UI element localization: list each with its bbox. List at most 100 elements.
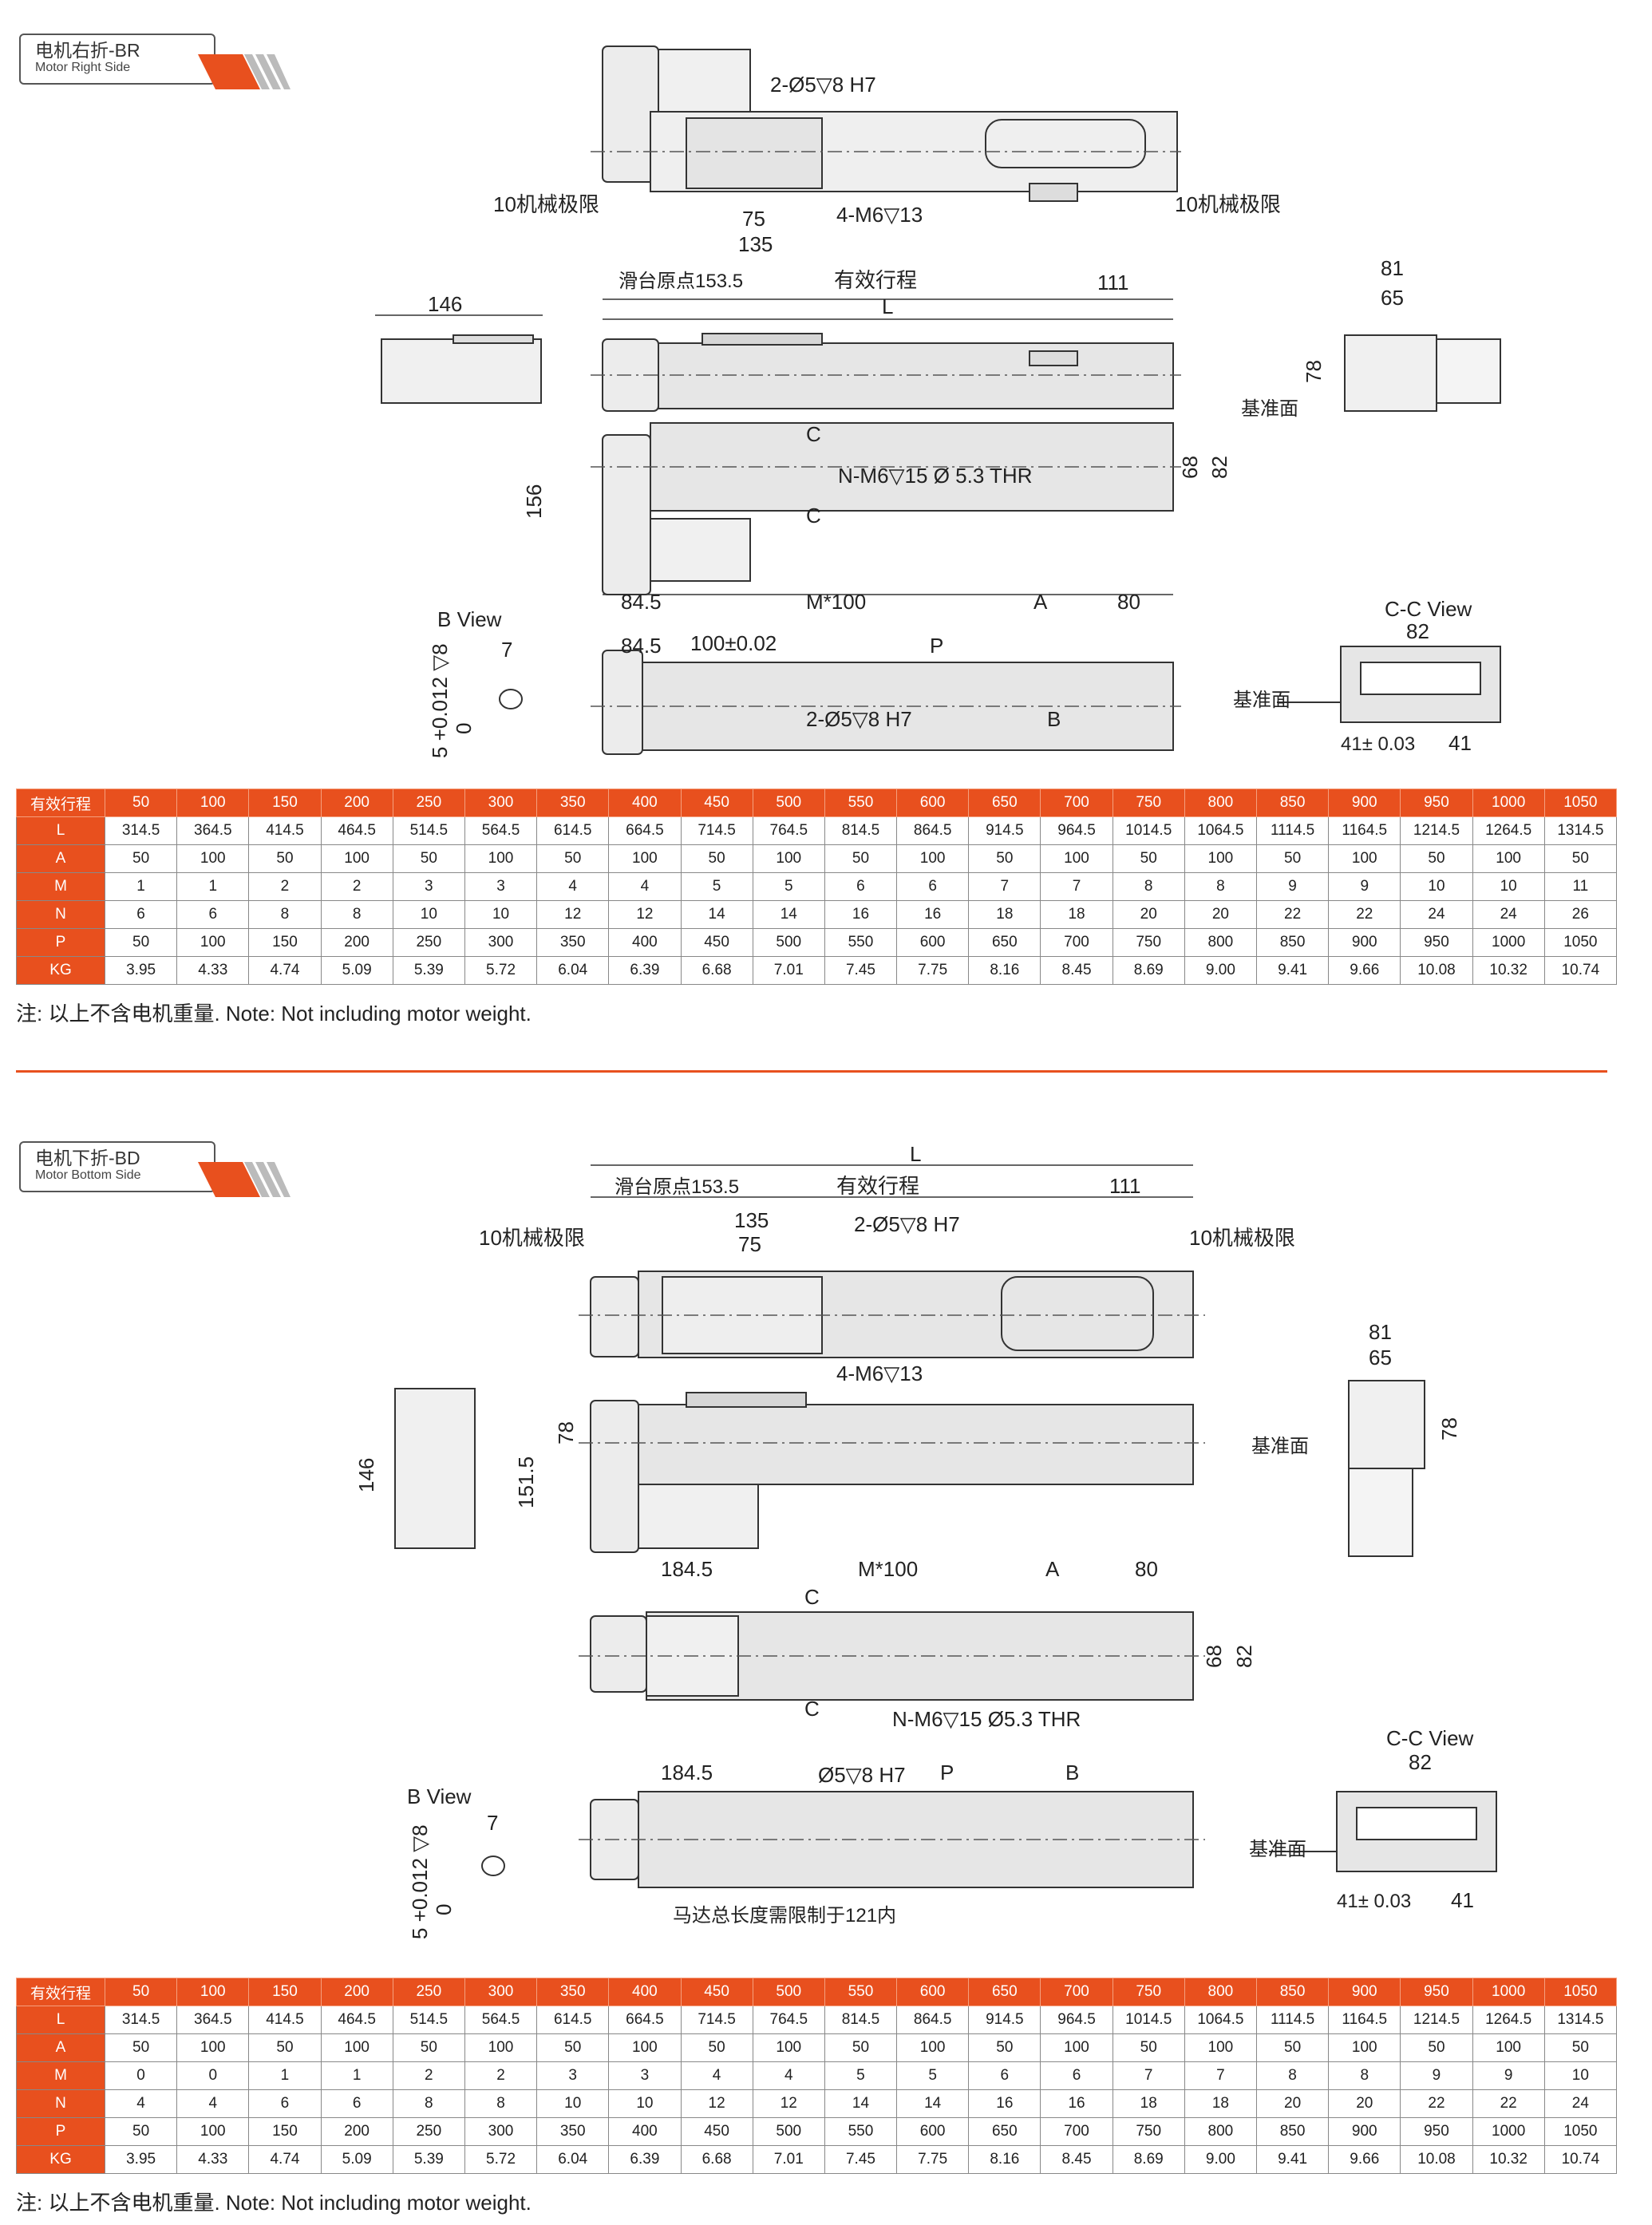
table-header-cell: 700 [1040,788,1113,817]
table-cell: 4 [104,2089,178,2118]
tag-stripe-icon [198,54,290,89]
table-cell: 24 [1472,900,1545,929]
table-cell: 7.45 [824,2145,898,2174]
bd-dim-c-bottom: C [804,1697,820,1721]
table-cell: 20 [1255,2089,1330,2118]
table-cell: 2 [392,2061,465,2090]
table-cell: 100 [176,2033,250,2062]
table-cell: 764.5 [752,2006,825,2034]
table-cell: 4 [536,872,610,901]
table-cell: 5 [896,2061,970,2090]
table-cell: 16 [896,900,970,929]
bd-cc-view: C-C View [1386,1726,1474,1750]
section-tag-subtitle: Motor Bottom Side [35,1168,141,1182]
table-header-cell: 600 [896,1978,970,2006]
table-cell: 50 [1255,2033,1330,2062]
table-cell: 9 [1400,2061,1473,2090]
table-cell: 18 [1040,900,1113,929]
table-cell: 8.45 [1040,956,1113,985]
table-cell: 10.08 [1400,2145,1473,2174]
bd-dim-82: 82 [1232,1645,1256,1668]
table-cell: 50 [1400,2033,1473,2062]
table-cell: 3 [536,2061,610,2090]
tag-stripe-icon [198,1162,290,1197]
table-cell: 9 [1255,872,1330,901]
table-cell: 24 [1543,2089,1618,2118]
bd-dim-78b: 78 [554,1421,578,1444]
br-dim-84-5b: 84.5 [621,634,662,658]
table-cell: 7.75 [896,956,970,985]
table-cell: 9.41 [1255,956,1330,985]
table-cell: 1314.5 [1543,2006,1618,2034]
table-cell: 8.45 [1040,2145,1113,2174]
table-cell: 700 [1040,928,1113,957]
table-header-cell: 100 [176,788,250,817]
table-cell: 1064.5 [1184,2006,1258,2034]
br-dim-156: 156 [522,484,546,519]
table-header-cell: 800 [1184,1978,1258,2006]
br-mech-limit-right: 10机械极限 [1175,192,1281,216]
table-cell: 150 [248,928,322,957]
table-cell: 8 [1184,872,1258,901]
table-row-label: L [16,816,105,845]
table-cell: 50 [680,844,753,873]
table-cell: 50 [248,844,322,873]
br-cc-view: C-C View [1385,597,1472,621]
table-cell: 22 [1400,2089,1473,2118]
table-cell: 5.09 [320,2145,393,2174]
table-cell: 100 [176,844,250,873]
table-cell: 614.5 [536,2006,610,2034]
table-cell: 5.39 [392,956,465,985]
table-cell: 8 [320,900,393,929]
table-cell: 100 [1472,2033,1545,2062]
table-row-label: KG [16,956,105,985]
table-cell: 500 [752,2117,825,2146]
table-row-label: M [16,872,105,901]
table-cell: 10 [608,2089,682,2118]
table-cell: 100 [896,2033,970,2062]
bd-dim-78: 78 [1437,1417,1461,1441]
table-cell: 20 [1112,900,1185,929]
br-dim-146: 146 [428,292,462,316]
bd-mech-limit-left: 10机械极限 [479,1226,585,1250]
table-cell: 1114.5 [1255,816,1330,845]
table-header-cell: 350 [536,1978,610,2006]
bd-dim-146: 146 [354,1458,378,1492]
table-cell: 1000 [1472,2117,1545,2146]
table-cell: 5 [824,2061,898,2090]
table-cell: 6.39 [608,956,682,985]
table-header-cell: 900 [1328,788,1401,817]
table-cell: 1 [320,2061,393,2090]
table-cell: 8 [1112,872,1185,901]
table-cell: 100 [752,844,825,873]
table-cell: 4 [752,2061,825,2090]
br-dim-135: 135 [738,232,773,256]
table-cell: 8 [392,2089,465,2118]
table-cell: 100 [176,2117,250,2146]
bd-dim-68: 68 [1202,1645,1226,1668]
table-header-cell: 1000 [1472,788,1545,817]
table-cell: 100 [1472,844,1545,873]
table-cell: 750 [1112,2117,1185,2146]
table-cell: 50 [248,2033,322,2062]
table-header-cell: 250 [392,1978,465,2006]
table-cell: 2 [248,872,322,901]
table-cell: 5.39 [392,2145,465,2174]
table-cell: 8.69 [1112,956,1185,985]
table-header-cell: 400 [608,788,682,817]
br-dim-80: 80 [1117,590,1140,614]
bd-dim-c-top: C [804,1585,820,1609]
table-cell: 300 [464,2117,538,2146]
table-cell: 3.95 [104,2145,178,2174]
table-cell: 0 [176,2061,250,2090]
table-cell: 100 [1040,2033,1113,2062]
table-cell: 800 [1184,928,1258,957]
drawing-bd: L 滑台原点153.5 有效行程 111 135 75 2-Ø5▽8 H7 10… [0,1117,1652,1971]
table-cell: 22 [1255,900,1330,929]
